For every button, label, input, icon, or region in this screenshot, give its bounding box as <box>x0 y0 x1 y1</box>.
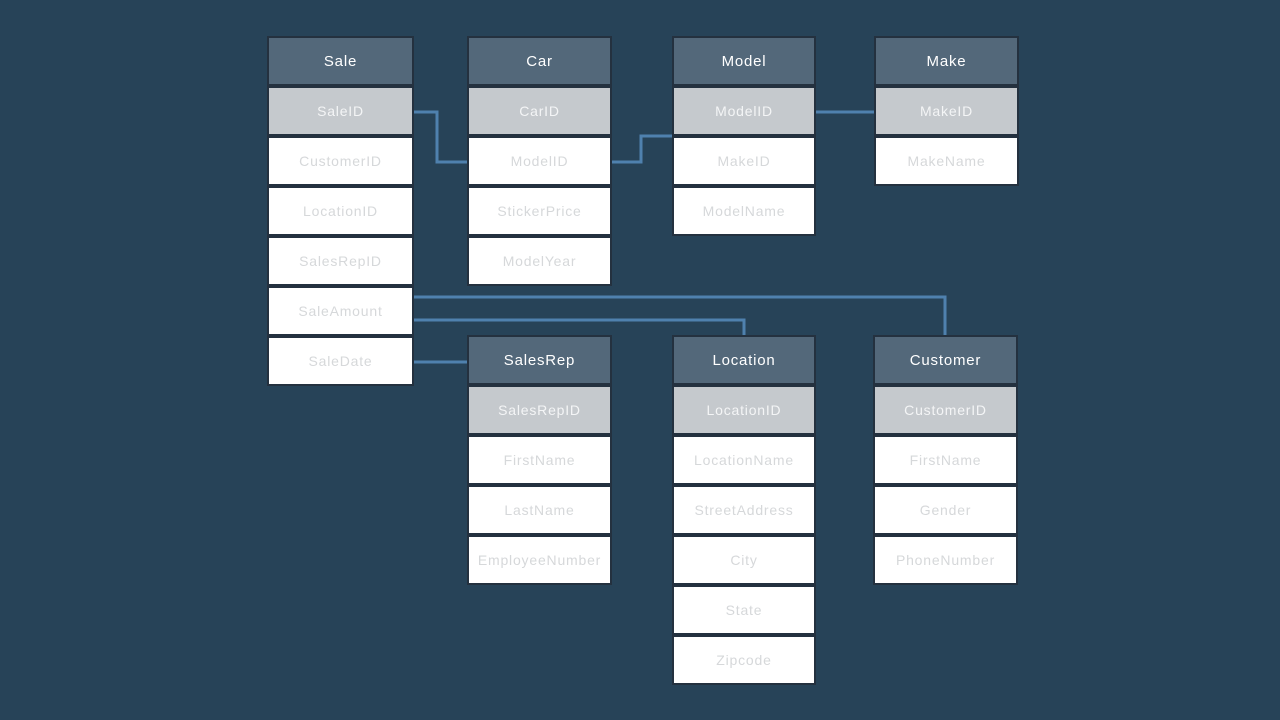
field-sale-saleamount: SaleAmount <box>269 288 412 334</box>
field-sale-saleid: SaleID <box>269 88 412 134</box>
field-model-modelid: ModelID <box>674 88 814 134</box>
field-location-streetaddress: StreetAddress <box>674 487 814 533</box>
field-salesrep-employeenumber: EmployeeNumber <box>469 537 610 583</box>
table-header-salesrep: SalesRep <box>469 337 610 383</box>
field-car-modelid: ModelID <box>469 138 610 184</box>
field-sale-salesrepid: SalesRepID <box>269 238 412 284</box>
table-header-car: Car <box>469 38 610 84</box>
field-car-modelyear: ModelYear <box>469 238 610 284</box>
field-location-locationid: LocationID <box>674 387 814 433</box>
field-customer-gender: Gender <box>875 487 1016 533</box>
field-model-makeid: MakeID <box>674 138 814 184</box>
table-header-make: Make <box>876 38 1017 84</box>
field-customer-customerid: CustomerID <box>875 387 1016 433</box>
field-salesrep-lastname: LastName <box>469 487 610 533</box>
field-car-carid: CarID <box>469 88 610 134</box>
table-header-model: Model <box>674 38 814 84</box>
field-sale-locationid: LocationID <box>269 188 412 234</box>
field-location-city: City <box>674 537 814 583</box>
connector-sale-to-location <box>412 318 746 337</box>
table-header-sale: Sale <box>269 38 412 84</box>
field-sale-customerid: CustomerID <box>269 138 412 184</box>
field-car-stickerprice: StickerPrice <box>469 188 610 234</box>
table-header-location: Location <box>674 337 814 383</box>
field-location-locationname: LocationName <box>674 437 814 483</box>
field-customer-phonenumber: PhoneNumber <box>875 537 1016 583</box>
connector-sale-saleid-to-car-modelid <box>412 110 469 164</box>
field-make-makeid: MakeID <box>876 88 1017 134</box>
field-sale-saledate: SaleDate <box>269 338 412 384</box>
field-make-makename: MakeName <box>876 138 1017 184</box>
field-customer-firstname: FirstName <box>875 437 1016 483</box>
field-salesrep-salesrepid: SalesRepID <box>469 387 610 433</box>
field-salesrep-firstname: FirstName <box>469 437 610 483</box>
connector-car-modelid-to-model-modelid <box>610 134 674 164</box>
field-model-modelname: ModelName <box>674 188 814 234</box>
connector-sale-to-customer <box>412 295 947 337</box>
table-header-customer: Customer <box>875 337 1016 383</box>
field-location-zipcode: Zipcode <box>674 637 814 683</box>
field-location-state: State <box>674 587 814 633</box>
